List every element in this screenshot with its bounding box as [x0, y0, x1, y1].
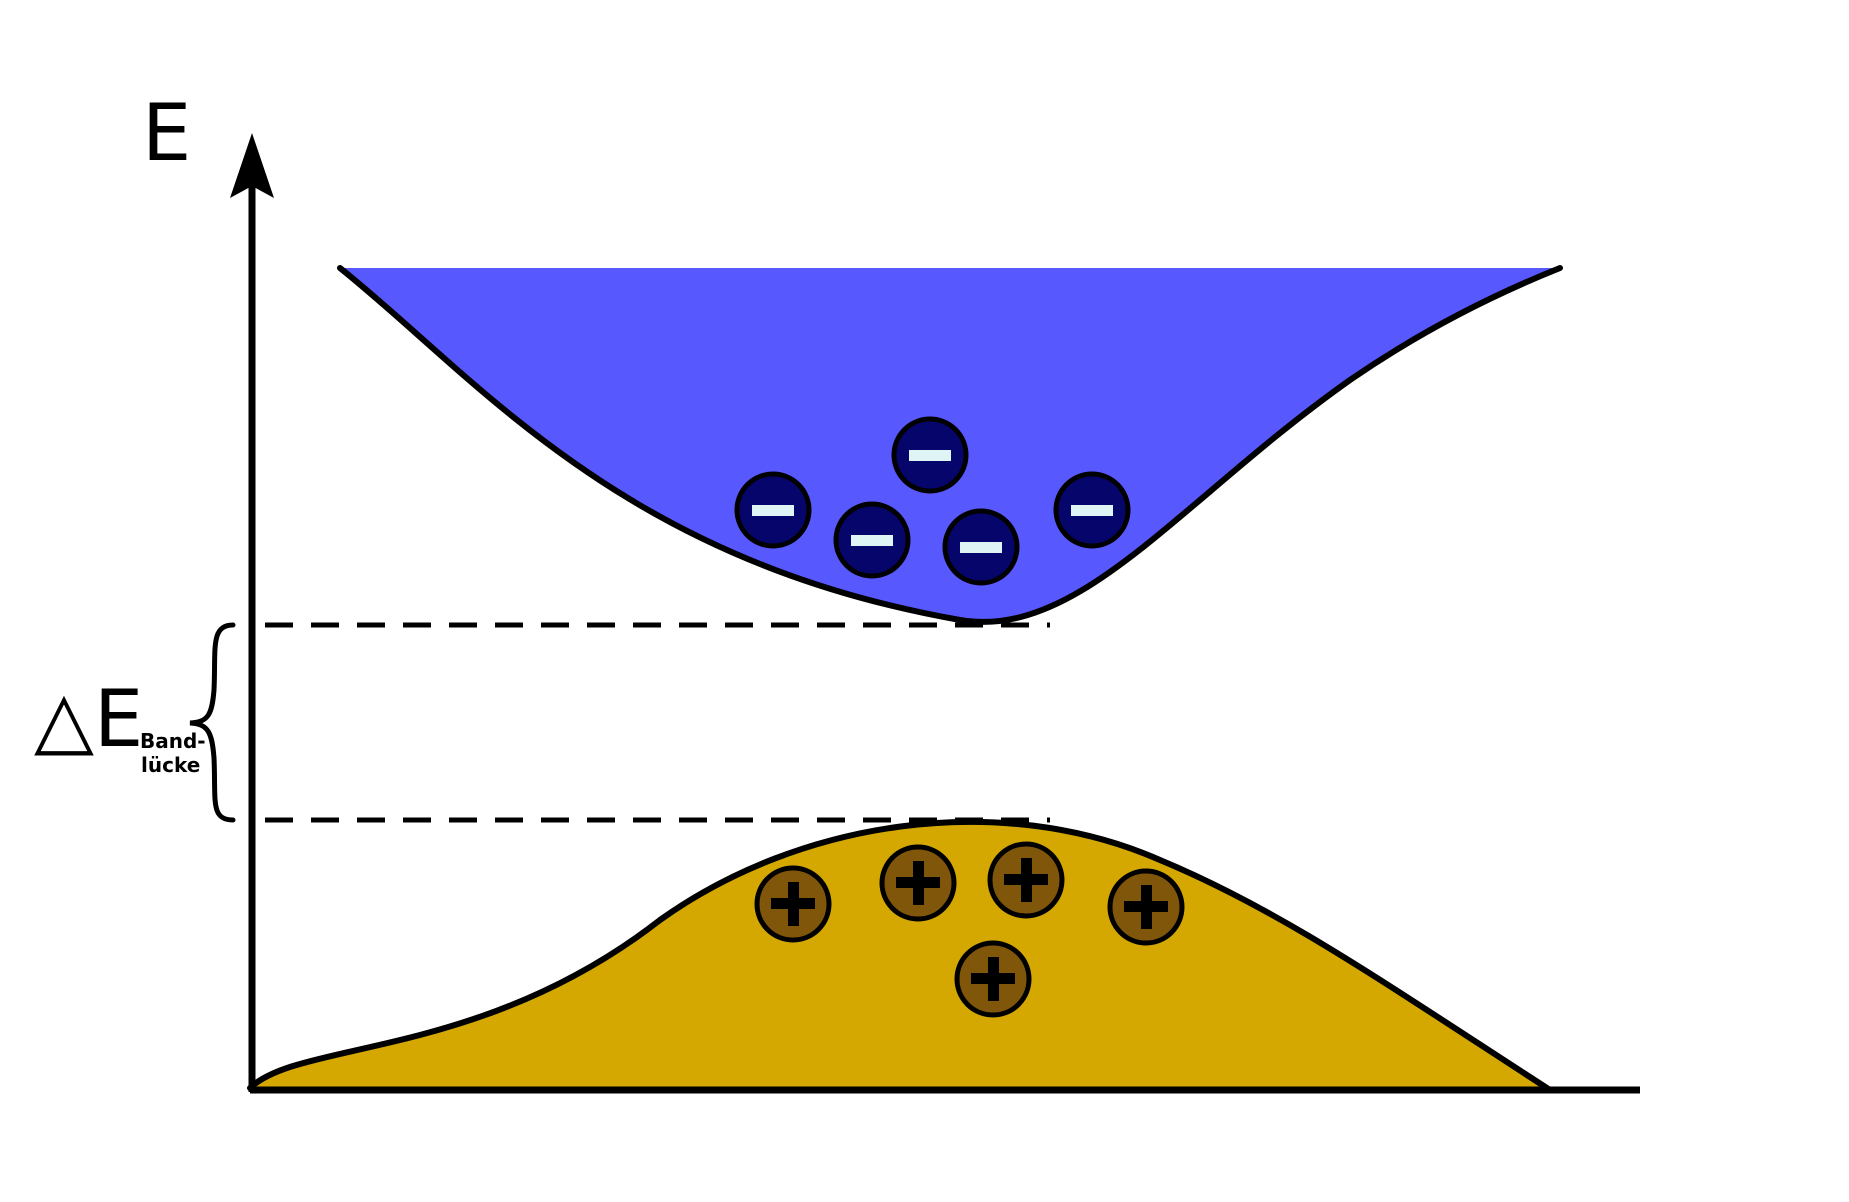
band-gap-subscript-line1: Band-: [140, 729, 206, 753]
minus-icon: [752, 505, 794, 516]
band-gap-energy-symbol: E: [94, 675, 143, 765]
energy-axis-label: E: [142, 89, 191, 179]
minus-icon: [1071, 505, 1113, 516]
hole-charge: [954, 940, 1032, 1018]
energy-axis-arrowhead: [230, 133, 274, 198]
conduction-band-curve: [337, 265, 1563, 625]
hole-charge: [754, 865, 832, 943]
electron-charge: [833, 501, 911, 579]
electron-charge: [734, 471, 812, 549]
electron-charge: [942, 508, 1020, 586]
band-gap-delta-symbol: △: [34, 675, 94, 765]
valence-band-curve: [247, 818, 1553, 1093]
minus-icon: [960, 542, 1002, 553]
minus-icon: [851, 535, 893, 546]
hole-charge: [1107, 868, 1185, 946]
electron-charge: [1053, 471, 1131, 549]
hole-charge: [879, 844, 957, 922]
minus-icon: [909, 450, 951, 461]
valence-band-fill: [250, 821, 1550, 1090]
band-gap-subscript-line2: lücke: [141, 753, 200, 777]
band-gap-brace: [189, 622, 236, 823]
hole-charge: [987, 841, 1065, 919]
electron-charge: [891, 416, 969, 494]
